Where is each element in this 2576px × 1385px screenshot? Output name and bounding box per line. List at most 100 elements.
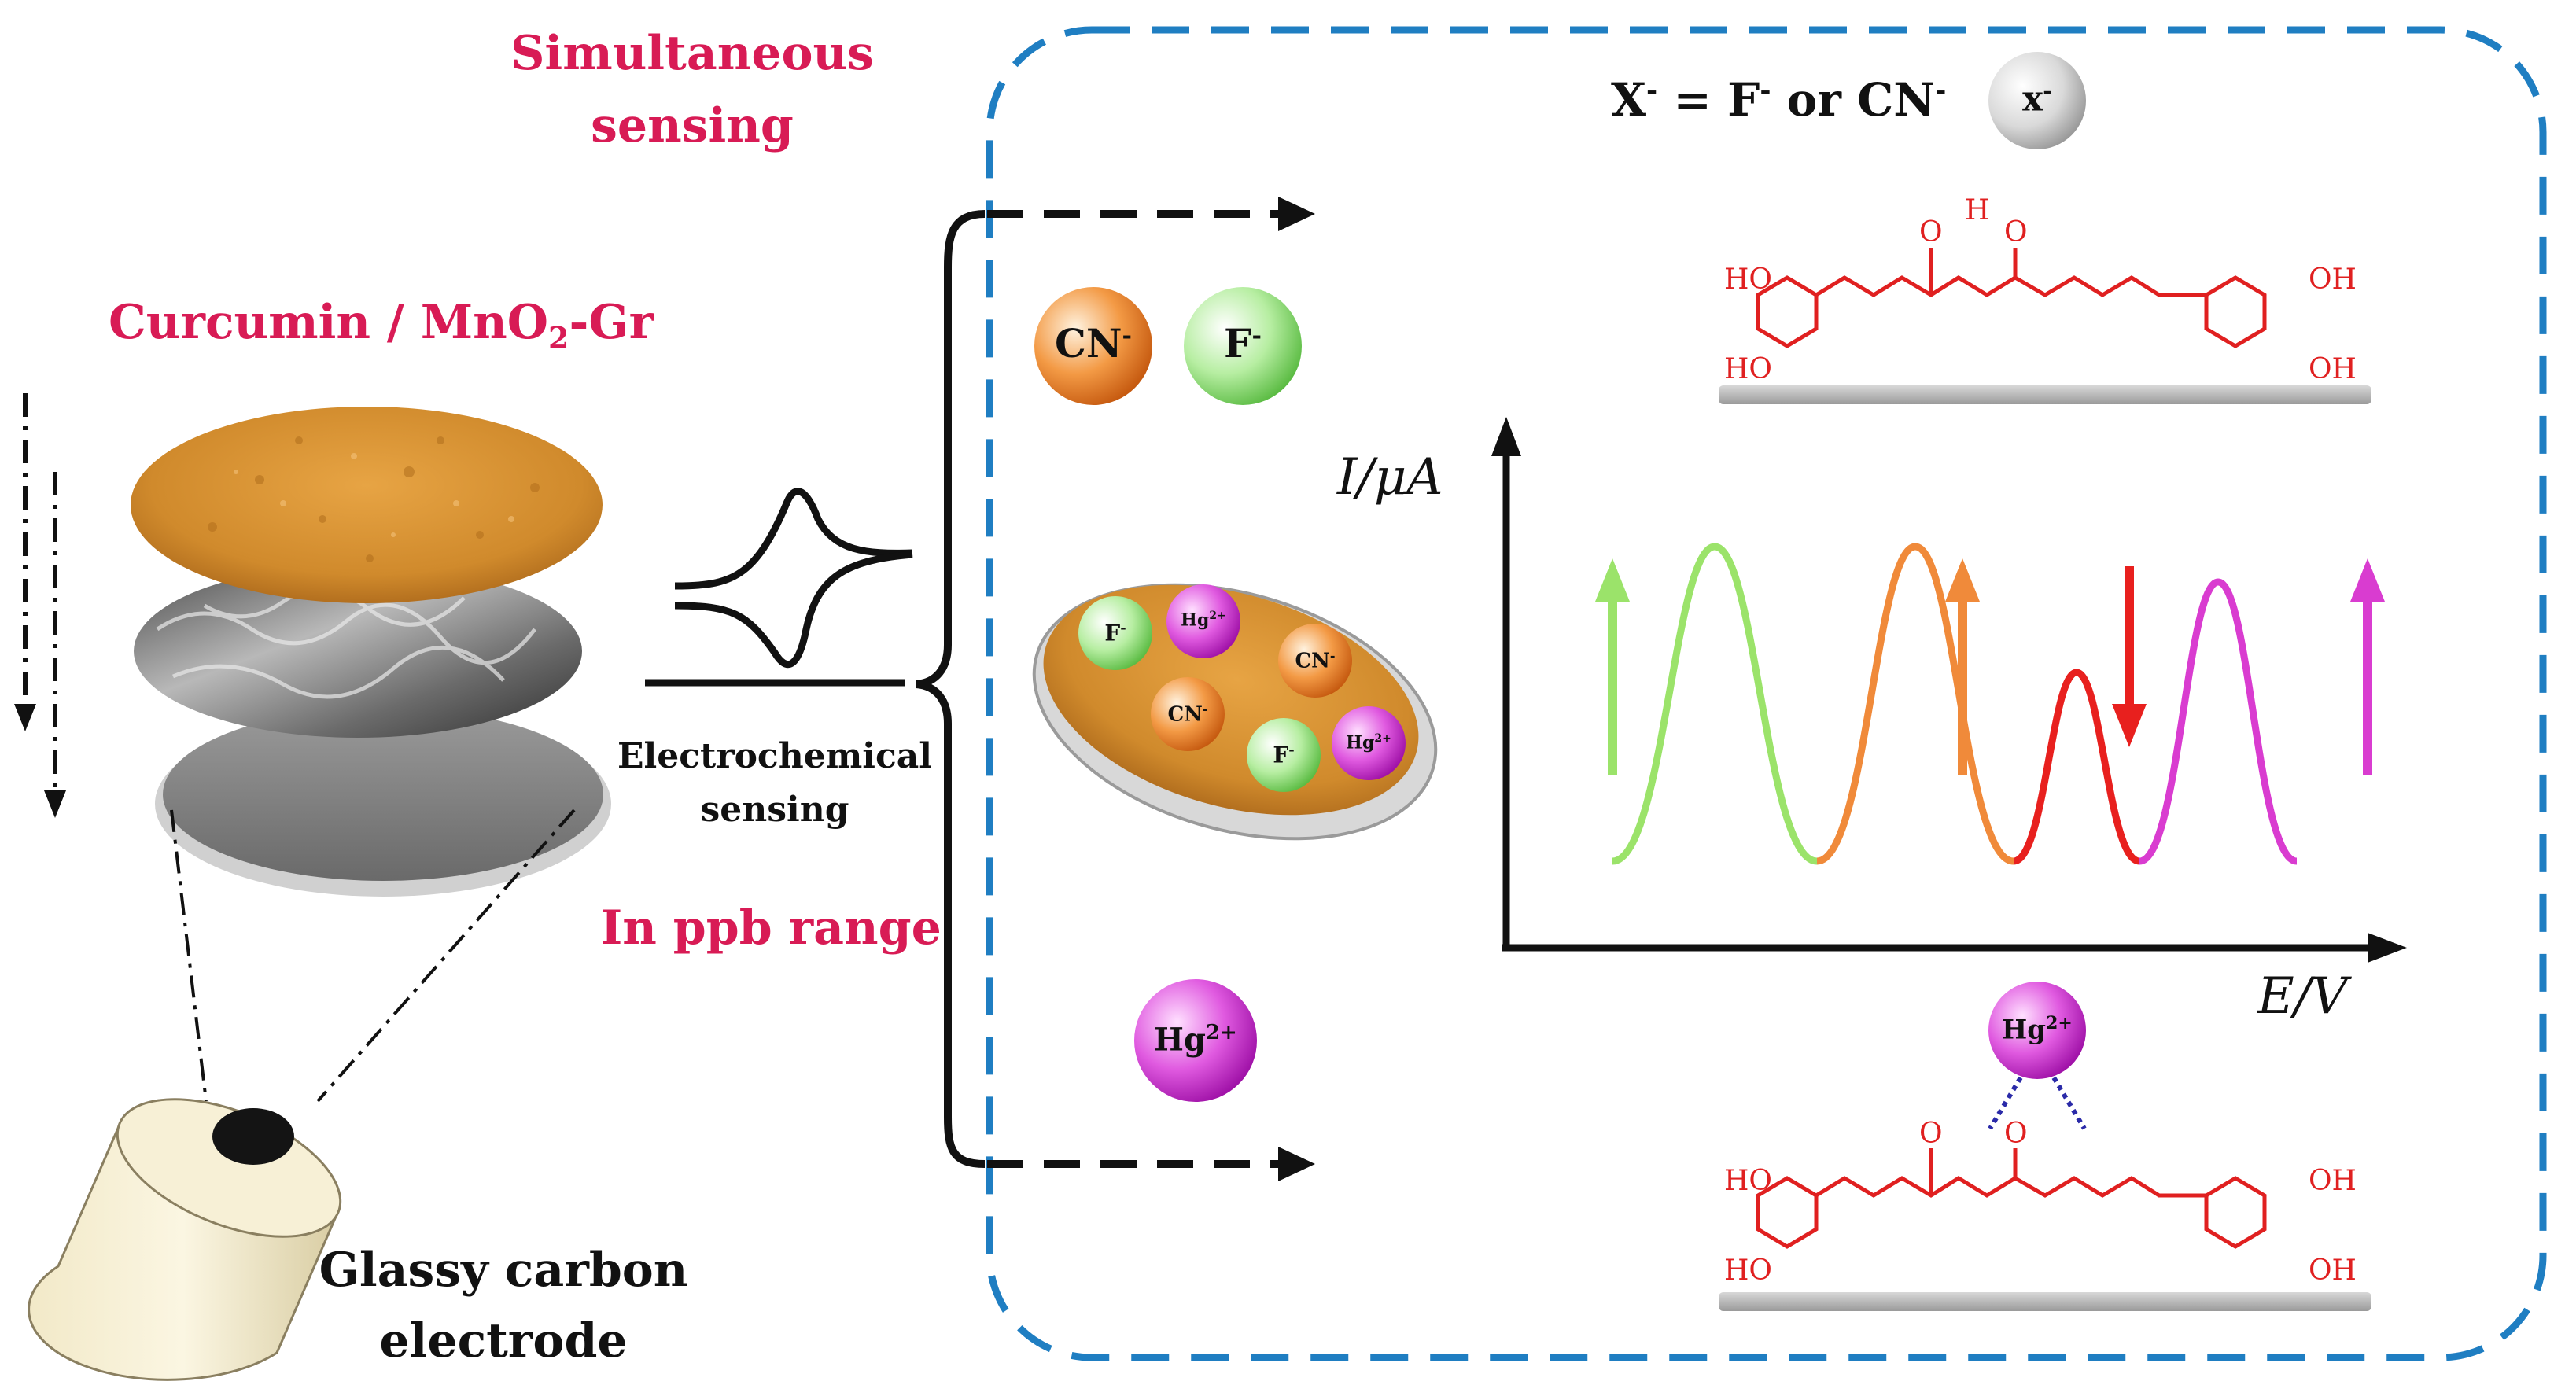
- bottom-ho-upper: HO: [1724, 1165, 1772, 1197]
- cyanide-ion-sphere: [1034, 287, 1152, 405]
- method-label-line1: Electrochemical: [617, 736, 932, 776]
- voltammogram-peak-2: [1815, 543, 2015, 865]
- bottom-carbonyl-o-right: O: [2004, 1118, 2028, 1150]
- trend-arrow-3: [2112, 566, 2147, 747]
- electrode-mercury-symbol-1: Hg: [1181, 610, 1210, 631]
- mercury-charge: 2+: [1205, 1021, 1237, 1044]
- method-label-line2: sensing: [700, 790, 849, 830]
- electrode-cyanide-symbol-1: CN: [1295, 649, 1330, 673]
- top-enol-o: O: [2004, 216, 2028, 249]
- chart-axes: [1502, 436, 2383, 952]
- x-axis-arrowhead: [2368, 933, 2407, 963]
- bound-mercury-ion-sphere: [1988, 982, 2086, 1079]
- curcumin-structure-bottom: [1719, 1148, 2371, 1311]
- bound-mercury-symbol: Hg: [2002, 1014, 2047, 1046]
- top-ho-upper: HO: [1724, 263, 1772, 296]
- voltammogram-peaks: [1612, 543, 2298, 865]
- trend-arrow-1: [1595, 558, 1630, 775]
- electrode-cyanide-charge-2: -: [1202, 702, 1208, 716]
- electrode-cyanide-ion-1: [1278, 624, 1352, 698]
- branch-arrows: [987, 210, 1278, 1168]
- bottom-oh-upper: OH: [2309, 1165, 2357, 1197]
- y-axis-arrowhead: [1491, 417, 1521, 456]
- projection-lines: [170, 809, 576, 1103]
- bottom-carbonyl-o-left: O: [1919, 1118, 1943, 1150]
- voltammogram-peak-3: [2012, 669, 2141, 865]
- curcumin-layer: [131, 407, 603, 603]
- mercury-coordination-bonds: [1988, 1068, 2087, 1130]
- bound-mercury-charge: 2+: [2046, 1013, 2073, 1033]
- legend-equals-f: = F: [1657, 73, 1760, 127]
- electrode-fluoride-charge-1: -: [1120, 620, 1126, 636]
- top-ho-lower: HO: [1724, 353, 1772, 385]
- mercury-ion-sphere: [1134, 979, 1257, 1102]
- electrode-mercury-symbol-2: Hg: [1346, 732, 1375, 753]
- y-axis-label: I/μA: [1337, 448, 1443, 506]
- top-carbonyl-o: O: [1919, 216, 1943, 249]
- electrode-mercury-ion-1: [1166, 584, 1240, 658]
- bound-mercury-label: Hg2+: [2002, 1015, 2073, 1043]
- electrode-cyanide-symbol-2: CN: [1167, 702, 1203, 727]
- electrode-fluoride-ion-2: [1247, 718, 1321, 792]
- electrode-fluoride-label-2: F-: [1273, 743, 1294, 766]
- cyanide-ion-label: CN-: [1055, 324, 1132, 363]
- cyclic-voltammogram-icon: [674, 488, 913, 669]
- bottom-oh-lower: OH: [2309, 1254, 2357, 1287]
- electrode-cyanide-label-1: CN-: [1295, 650, 1335, 672]
- material-label-prefix: Curcumin / MnO: [109, 295, 549, 350]
- generic-anion-sphere: [1988, 52, 2086, 149]
- electrode-cyanide-charge-1: -: [1329, 648, 1336, 663]
- electrode-cyanide-label-2: CN-: [1167, 703, 1207, 725]
- generic-anion-symbol: x: [2022, 79, 2043, 120]
- electrode-fluoride-ion-1: [1078, 596, 1152, 670]
- curcumin-structure-top: [1719, 248, 2371, 404]
- anion-legend: X- = F- or CN-: [1611, 77, 1946, 123]
- legend-x-charge: -: [1646, 75, 1658, 107]
- bottom-ho-lower: HO: [1724, 1254, 1772, 1287]
- fluoride-ion-label: F-: [1224, 324, 1262, 363]
- legend-or-cn: or CN: [1771, 73, 1936, 127]
- electrode-fluoride-symbol-1: F: [1104, 620, 1121, 646]
- legend-x: X: [1611, 73, 1647, 127]
- material-label: Curcumin / MnO2-Gr: [109, 299, 654, 353]
- legend-cn-charge: -: [1935, 75, 1947, 107]
- electrode-fluoride-charge-2: -: [1288, 742, 1295, 758]
- x-axis-label: E/V: [2257, 967, 2348, 1026]
- substrate-bar-bottom: [1719, 1292, 2371, 1311]
- electrode-mercury-charge-2: 2+: [1374, 732, 1391, 745]
- material-label-suffix: -Gr: [569, 295, 654, 350]
- substrate-bar-top: [1719, 385, 2371, 404]
- electrode-mercury-label-2: Hg2+: [1346, 733, 1391, 751]
- cyanide-symbol: CN: [1055, 320, 1122, 367]
- trend-arrow-2: [1945, 558, 1980, 775]
- generic-anion-label: x-: [2022, 80, 2052, 117]
- generic-anion-charge: -: [2043, 78, 2052, 104]
- electrode-fluoride-symbol-2: F: [1273, 742, 1289, 768]
- fluoride-symbol: F: [1224, 320, 1252, 367]
- simultaneous-label-line1: Simultaneous: [510, 26, 874, 81]
- simultaneous-label-line2: sensing: [591, 98, 794, 153]
- electrode-label-line1: Glassy carbon: [319, 1243, 688, 1298]
- legend-f-charge: -: [1760, 75, 1771, 107]
- sensing-region-box: [986, 26, 2547, 1361]
- top-oh-lower: OH: [2309, 353, 2357, 385]
- electrode-mercury-charge-1: 2+: [1209, 610, 1226, 622]
- cyanide-charge: -: [1122, 322, 1132, 350]
- assembly-arrows: [23, 393, 57, 794]
- electrode-cyanide-ion-2: [1151, 677, 1225, 751]
- fluoride-ion-sphere: [1184, 287, 1302, 405]
- glassy-carbon-disk: [155, 708, 611, 897]
- fluoride-charge: -: [1251, 322, 1262, 350]
- voltammogram-peak-4: [2138, 578, 2298, 865]
- electrode-fluoride-label-1: F-: [1104, 621, 1126, 644]
- glassy-carbon-electrode: [28, 1098, 342, 1381]
- trend-arrows: [1595, 558, 2385, 775]
- voltammogram-peak-1: [1612, 543, 1818, 865]
- mercury-symbol: Hg: [1154, 1021, 1206, 1059]
- top-oh-upper: OH: [2309, 263, 2357, 296]
- branch-brace: [916, 210, 986, 1168]
- ppb-range-label: In ppb range: [600, 901, 942, 956]
- top-enol-h: H: [1965, 194, 1990, 227]
- trend-arrow-4: [2350, 558, 2385, 775]
